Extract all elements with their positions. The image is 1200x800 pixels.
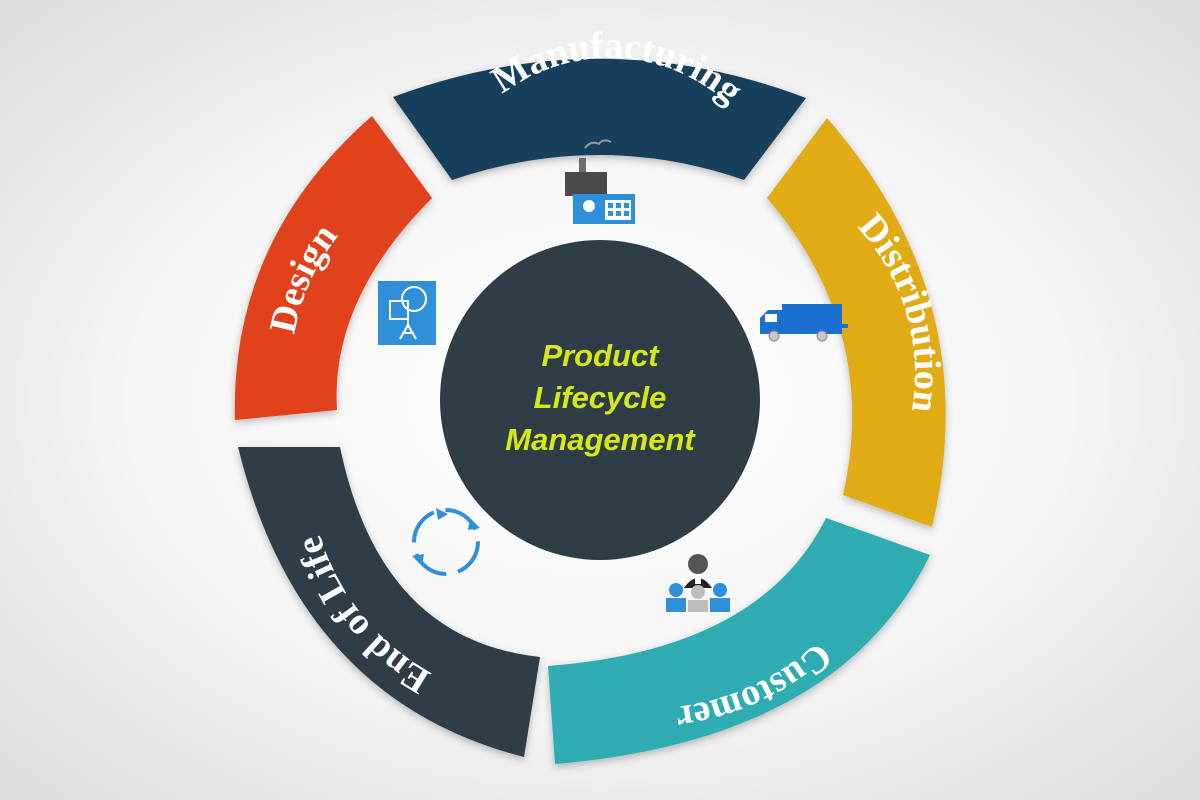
center-title-line-3: Management — [505, 422, 696, 457]
stage-segment-manufacturing[interactable] — [393, 58, 806, 181]
recycle-cycle-icon — [412, 508, 480, 576]
center-title-line-1: Product — [541, 338, 660, 373]
delivery-truck-icon — [760, 304, 848, 342]
stage-segment-customer[interactable] — [548, 518, 930, 764]
factory-icon — [565, 139, 635, 224]
center-hub — [440, 240, 760, 560]
center-title-line-2: Lifecycle — [534, 380, 667, 415]
ring-segments — [234, 58, 946, 764]
stage-segment-end-of-life[interactable] — [238, 447, 540, 757]
customer-group-icon — [666, 554, 730, 612]
stage-segment-distribution[interactable] — [767, 118, 946, 527]
design-blueprint-icon — [378, 281, 436, 345]
stage-segment-design[interactable] — [234, 116, 432, 420]
